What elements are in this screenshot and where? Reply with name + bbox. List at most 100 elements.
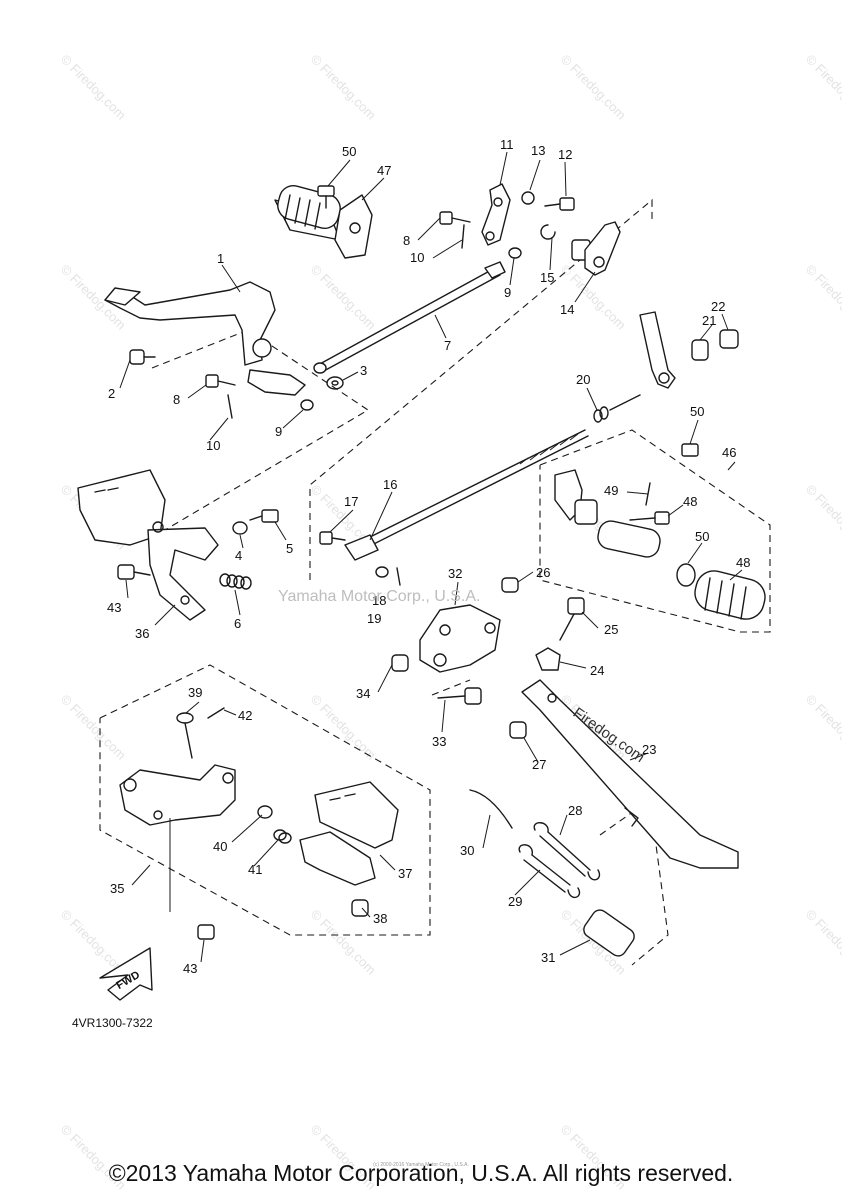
part-21-bushing xyxy=(691,339,709,361)
part-20-spring xyxy=(593,394,641,423)
watermark: © Firedog.com xyxy=(308,692,379,763)
callout-8b: 8 xyxy=(173,392,180,407)
part-code: 4VR1300-7322 xyxy=(72,1016,153,1030)
part-49-washer xyxy=(676,563,696,587)
callout-22: 22 xyxy=(711,299,725,314)
callout-5: 5 xyxy=(286,541,293,556)
assembly-boundary-stand xyxy=(599,799,669,966)
part-7-brake-rod xyxy=(313,261,506,374)
part-40-washer xyxy=(257,805,273,819)
callout-26: 26 xyxy=(536,565,550,580)
watermark: © Firedog.com xyxy=(803,907,842,978)
watermark: © Firedog.com xyxy=(58,52,129,123)
part-5-bolt xyxy=(249,509,279,523)
part-45-footrest xyxy=(274,185,373,259)
callout-35: 35 xyxy=(110,881,124,896)
callout-31: 31 xyxy=(541,950,555,965)
callout-3: 3 xyxy=(360,363,367,378)
part-50-bolt-rear xyxy=(681,443,699,457)
fwd-arrow: FWD xyxy=(99,947,153,1001)
part-25-bolt xyxy=(559,597,585,641)
callout-24: 24 xyxy=(590,663,604,678)
part-1-brake-pedal xyxy=(104,281,306,396)
callout-1: 1 xyxy=(217,251,224,266)
callout-40: 40 xyxy=(213,839,227,854)
watermark: © Firedog.com xyxy=(308,907,379,978)
callout-48: 49 xyxy=(604,483,618,498)
part-2-bolt xyxy=(129,349,156,365)
callouts: 50 47 11 13 12 8 10 9 15 14 1 7 2 8 3 9 … xyxy=(107,137,750,976)
callout-36: 36 xyxy=(135,626,149,641)
part-3-washer xyxy=(326,376,344,390)
part-35-bracket xyxy=(119,764,236,826)
part-30-wire xyxy=(469,789,513,829)
part-41-spring xyxy=(273,829,292,844)
watermark: © Firedog.com xyxy=(308,52,379,123)
callout-50: 50 xyxy=(342,144,356,159)
part-16-shift-rod xyxy=(344,429,589,561)
callout-9b: 9 xyxy=(275,424,282,439)
callout-27: 27 xyxy=(532,757,546,772)
part-43-bolt xyxy=(117,564,215,940)
part-21-arm xyxy=(639,311,676,389)
callout-4: 4 xyxy=(235,548,242,563)
callout-16: 16 xyxy=(383,477,397,492)
callout-17: 17 xyxy=(344,494,358,509)
part-36-bracket xyxy=(77,469,219,621)
part-39-pin xyxy=(176,712,194,759)
callout-45: 47 xyxy=(377,163,391,178)
part-38-nut xyxy=(351,899,369,917)
part-11-lever xyxy=(481,183,511,246)
callout-18: 18 xyxy=(372,593,386,608)
part-50-bolt xyxy=(317,185,335,209)
callout-33: 33 xyxy=(432,734,446,749)
callout-34: 34 xyxy=(356,686,370,701)
callout-37: 37 xyxy=(398,866,412,881)
callout-11: 11 xyxy=(500,137,514,152)
callout-12: 12 xyxy=(558,147,572,162)
part-10-cotter-pin xyxy=(227,224,465,419)
part-29-spring xyxy=(518,844,581,898)
callout-10b: 10 xyxy=(206,438,220,453)
small-notice: (c) 2000-2016 Yamaha Motor Corp., U.S.A. xyxy=(373,1162,469,1168)
assembly-boundary-shift-shaft xyxy=(309,198,653,580)
part-44-footrest-bracket xyxy=(554,469,661,558)
callout-42: 42 xyxy=(238,708,252,723)
part-23-sidestand xyxy=(521,679,739,869)
callout-43b: 43 xyxy=(183,961,197,976)
callout-50b: 50 xyxy=(690,404,704,419)
watermark: © Firedog.com xyxy=(803,262,842,333)
assembly-boundary-lower-peg xyxy=(99,664,431,936)
part-27-nut xyxy=(509,721,527,739)
part-6-spring xyxy=(219,573,252,590)
callout-28: 28 xyxy=(568,803,582,818)
part-12-bolt xyxy=(544,197,575,211)
watermark: © Firedog.com xyxy=(558,52,629,123)
callout-32: 32 xyxy=(448,566,462,581)
callout-38: 38 xyxy=(373,911,387,926)
part-42-clip xyxy=(207,707,225,719)
part-18-washer xyxy=(375,566,389,578)
assembly-boundary-rear-peg xyxy=(539,429,771,633)
part-17-bolt xyxy=(319,531,346,545)
part-32-stand-bracket xyxy=(419,604,501,673)
watermark: © Firedog.com xyxy=(803,52,842,123)
part-37-footrest xyxy=(299,781,399,886)
callout-23: 23 xyxy=(642,742,656,757)
callout-46: 48 xyxy=(736,555,750,570)
callout-13: 13 xyxy=(531,143,545,158)
callout-21: 21 xyxy=(702,313,716,328)
callout-6: 6 xyxy=(234,616,241,631)
part-24-stopper xyxy=(535,647,561,671)
part-33-bolt xyxy=(437,687,482,705)
callout-29: 29 xyxy=(508,894,522,909)
part-22-nut xyxy=(719,329,739,349)
part-4-washer xyxy=(232,521,248,535)
callout-44: 46 xyxy=(722,445,736,460)
assembly-boundary-bolt xyxy=(431,679,471,696)
callout-25: 25 xyxy=(604,622,618,637)
part-13-washer xyxy=(521,191,535,205)
callout-43: 43 xyxy=(107,600,121,615)
leader-lines xyxy=(119,151,743,963)
